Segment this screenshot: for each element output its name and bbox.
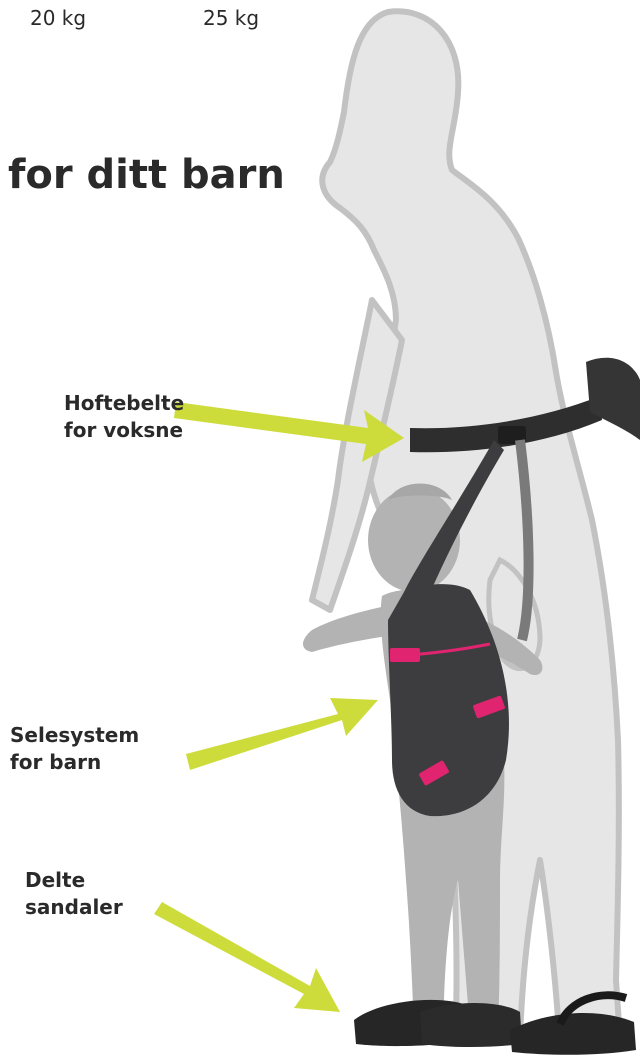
child-harness-label-line-1: Selesystem: [10, 722, 139, 749]
child-harness-label-line-2: for barn: [10, 749, 139, 776]
sandals-label-line-2: sandaler: [25, 894, 123, 921]
hip-belt-label-line-2: for voksne: [64, 417, 184, 444]
sandals-label-line-1: Delte: [25, 867, 123, 894]
child-harness-label: Selesystem for barn: [10, 722, 139, 776]
hip-belt-label-line-1: Hoftebelte: [64, 390, 184, 417]
sandals-label: Delte sandaler: [25, 867, 123, 921]
hip-belt-label: Hoftebelte for voksne: [64, 390, 184, 444]
